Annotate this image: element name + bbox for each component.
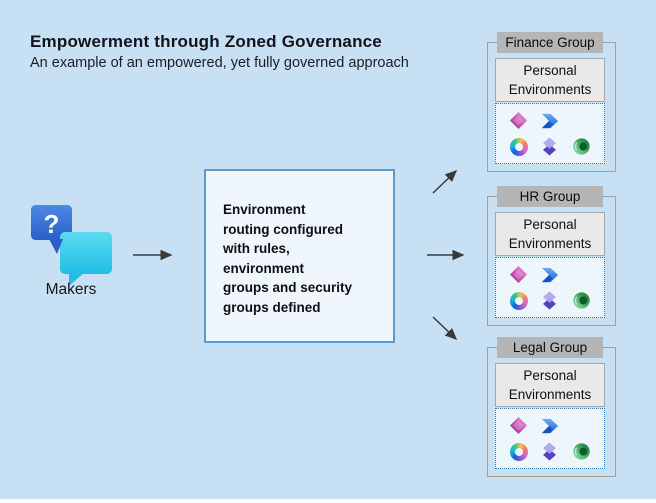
- arrow-routing-to-finance: [432, 169, 458, 194]
- routing-text-line: environment: [223, 260, 305, 276]
- page-title: Empowerment through Zoned Governance: [30, 32, 382, 51]
- environment-routing-text: Environment routing configured with rule…: [223, 200, 393, 317]
- power-automate-icon: [540, 111, 559, 130]
- question-bubble-icon: [31, 205, 72, 240]
- routing-text-line: groups defined: [223, 299, 321, 315]
- personal-environments-zone: [495, 257, 605, 318]
- power-automate-icon: [540, 265, 559, 284]
- personal-environments-label: Personal Environments: [495, 58, 605, 102]
- group-hr: HR Group Personal Environments: [487, 186, 616, 326]
- personal-environments-label: Personal Environments: [495, 363, 605, 407]
- power-pages-icon: [540, 137, 559, 156]
- page-subtitle: An example of an empowered, yet fully go…: [30, 55, 409, 71]
- routing-text-line: routing configured: [223, 221, 343, 237]
- makers-label: Makers: [45, 281, 97, 298]
- power-apps-icon: [509, 111, 528, 130]
- personal-environments-zone: [495, 103, 605, 164]
- copilot-icon: [509, 137, 528, 156]
- power-pages-icon: [540, 442, 559, 461]
- group-finance-label: Finance Group: [497, 32, 603, 53]
- routing-text-line: groups and security: [223, 280, 353, 295]
- dataverse-icon: [572, 137, 591, 156]
- arrow-routing-to-legal: [432, 316, 458, 341]
- group-finance: Finance Group Personal Environments: [487, 32, 616, 172]
- question-bubble-tail: [49, 239, 63, 254]
- power-pages-icon: [540, 291, 559, 310]
- question-mark-glyph: ?: [44, 209, 60, 239]
- routing-text-line: Environment: [223, 202, 306, 217]
- copilot-icon: [509, 291, 528, 310]
- canvas-bottom-edge: [0, 499, 656, 503]
- copilot-icon: [509, 442, 528, 461]
- reply-bubble-icon: [60, 232, 112, 274]
- power-automate-icon: [540, 416, 559, 435]
- group-legal-label: Legal Group: [497, 337, 603, 358]
- group-hr-label: HR Group: [497, 186, 603, 207]
- spacer: [572, 416, 591, 435]
- makers-chat-bubbles-icon: ?: [31, 205, 112, 286]
- dataverse-icon: [572, 291, 591, 310]
- reply-bubble-tail: [69, 273, 84, 286]
- personal-environments-label: Personal Environments: [495, 212, 605, 256]
- power-apps-icon: [509, 416, 528, 435]
- power-apps-icon: [509, 265, 528, 284]
- group-legal: Legal Group Personal Environments: [487, 337, 616, 477]
- routing-text-line: with rules,: [223, 241, 290, 256]
- spacer: [572, 111, 591, 130]
- environment-routing-box: Environment routing configured with rule…: [204, 169, 395, 343]
- spacer: [572, 265, 591, 284]
- personal-environments-zone: [495, 408, 605, 469]
- dataverse-icon: [572, 442, 591, 461]
